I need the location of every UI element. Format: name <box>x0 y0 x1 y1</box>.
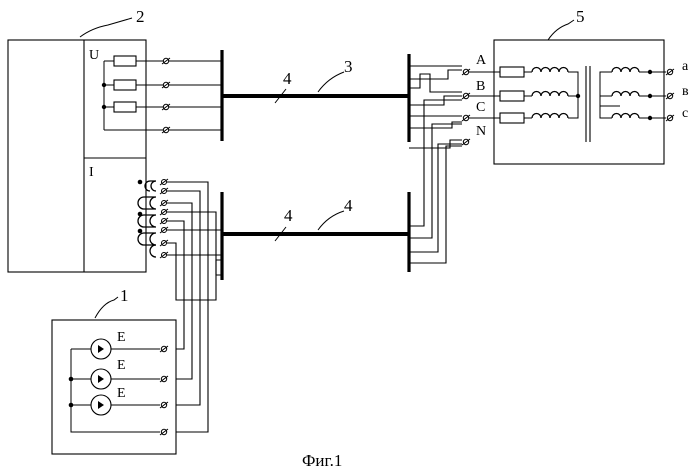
output-terminals: a в c <box>665 59 689 122</box>
source-label-1: E <box>117 330 126 345</box>
output-label-c: c <box>682 106 688 121</box>
current-section-label: I <box>89 165 94 180</box>
emf-source-1 <box>90 338 112 360</box>
emf-source-3 <box>90 394 112 416</box>
wire-mark-bottom: 4 <box>284 206 293 225</box>
voltage-section-label: U <box>89 48 99 63</box>
callout-transformer: 5 <box>576 7 585 26</box>
emf-source-2 <box>90 368 112 390</box>
input-terminals: A B C N <box>461 53 487 146</box>
transformer-unit <box>469 39 666 165</box>
wire-mark-top: 4 <box>283 69 292 88</box>
voltage-terminals <box>150 57 222 134</box>
right-wiring <box>409 65 462 264</box>
figure-caption: Фиг.1 <box>302 451 342 470</box>
callout-cable-top: 3 <box>344 57 353 76</box>
callout-source: 1 <box>120 286 129 305</box>
phase-label-n: N <box>476 124 486 139</box>
phase-label-b: B <box>476 79 485 94</box>
meter-unit: U I <box>7 39 157 273</box>
phase-label-c: C <box>476 100 485 115</box>
callout-meter: 2 <box>136 7 145 26</box>
current-source-unit: E E E <box>51 319 177 455</box>
upper-cable <box>220 50 411 142</box>
current-terminals <box>159 178 222 433</box>
source-label-3: E <box>117 386 126 401</box>
output-label-a: a <box>682 59 689 74</box>
callout-cable-bottom: 4 <box>344 196 353 215</box>
lower-cable <box>220 192 411 280</box>
phase-label-a: A <box>476 53 487 68</box>
output-label-v: в <box>682 84 689 99</box>
source-label-2: E <box>117 358 126 373</box>
current-coils <box>137 179 157 258</box>
